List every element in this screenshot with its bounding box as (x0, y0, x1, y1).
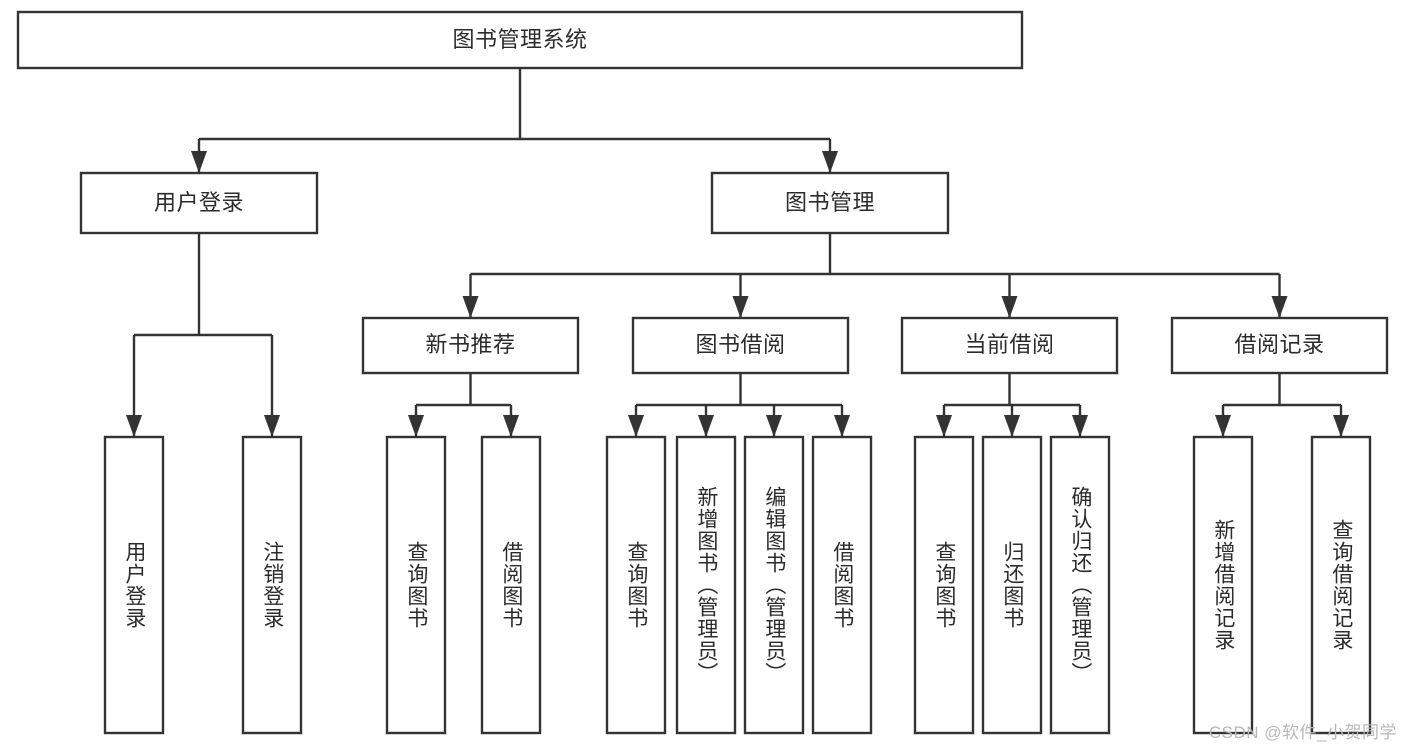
node-box-current-borrow (900, 316, 1119, 375)
node-box-leaf-query-book-2 (605, 435, 667, 735)
node-box-book-manage (710, 171, 950, 235)
node-box-leaf-confirm-return (1049, 435, 1111, 735)
arrow-head-icon-leaf-query-book-1 (408, 415, 424, 437)
node-box-new-book-recommend (361, 316, 580, 375)
arrow-head-icon-borrow-record (1271, 296, 1288, 318)
arrow-head-icon-leaf-query-book-2 (628, 415, 644, 437)
arrow-head-icon-leaf-add-record (1215, 415, 1231, 437)
node-box-leaf-add-book (675, 435, 737, 735)
node-box-leaf-query-record (1310, 435, 1372, 735)
arrow-head-icon-current-borrow (1001, 296, 1018, 318)
node-boxes-group (16, 10, 1389, 735)
node-box-leaf-query-book-1 (385, 435, 447, 735)
arrow-head-icon-book-borrow (732, 296, 749, 318)
arrow-head-icon-leaf-borrow-book-2 (834, 415, 850, 437)
node-box-leaf-borrow-book-2 (811, 435, 873, 735)
node-box-book-borrow (631, 316, 850, 375)
node-box-borrow-record (1170, 316, 1389, 375)
node-box-leaf-edit-book (743, 435, 805, 735)
arrow-head-icon-user-login (191, 151, 207, 173)
arrow-head-icon-leaf-query-record (1333, 415, 1349, 437)
connector-lines-group (126, 68, 1349, 437)
arrow-head-icon-leaf-edit-book (766, 415, 782, 437)
arrow-head-icon-book-manage (822, 151, 838, 173)
node-box-leaf-logout (241, 435, 303, 735)
node-box-leaf-query-book-3 (913, 435, 975, 735)
arrow-head-icon-leaf-confirm-return (1072, 415, 1088, 437)
arrow-head-icon-leaf-user-login (126, 415, 142, 437)
node-box-leaf-return-book (981, 435, 1043, 735)
node-box-root (16, 10, 1024, 70)
arrow-head-icon-leaf-borrow-book-1 (503, 415, 519, 437)
arrow-head-icon-leaf-add-book (698, 415, 714, 437)
arrow-head-icon-leaf-logout (264, 415, 280, 437)
node-box-user-login (79, 171, 319, 235)
arrow-head-icon-leaf-query-book-3 (936, 415, 952, 437)
node-box-leaf-add-record (1192, 435, 1254, 735)
node-box-leaf-borrow-book-1 (480, 435, 542, 735)
arrow-head-icon-leaf-return-book (1004, 415, 1020, 437)
csdn-watermark: CSDN @软件_小贺同学 (1208, 723, 1397, 742)
arrow-head-icon-new-book-recommend (462, 296, 479, 318)
node-box-leaf-user-login (103, 435, 165, 735)
